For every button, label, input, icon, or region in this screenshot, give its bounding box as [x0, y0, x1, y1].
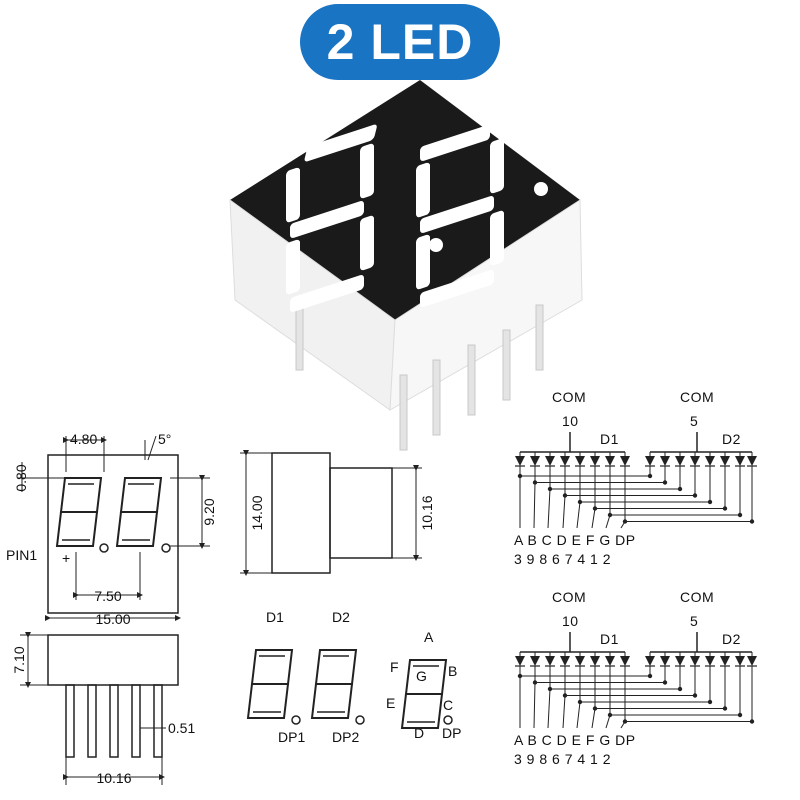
diode-1-5 [590, 652, 600, 674]
diode-1-6 [605, 652, 615, 674]
diode-2-5 [720, 452, 730, 474]
diode-1-1 [530, 652, 540, 674]
label-dp1: DP1 [278, 729, 305, 745]
diode-2-7 [747, 452, 757, 474]
diode-1-7 [620, 652, 630, 674]
schem2-d1: D1 [600, 631, 619, 647]
diode-1-5 [590, 452, 600, 474]
seg-f: F [390, 659, 399, 675]
title-badge: 2 LED [300, 4, 500, 80]
schem2-com1-pin: 10 [562, 613, 579, 629]
render-dp-2 [534, 182, 548, 196]
dim-slant: 5° [158, 431, 171, 447]
dim-bottom-pin-span: 10.16 [96, 770, 131, 786]
seg-e: E [386, 695, 395, 711]
diode-2-6 [735, 452, 745, 474]
diode-2-1 [660, 452, 670, 474]
digit-d1-outline [247, 649, 293, 719]
dim-pin-width: 0.51 [168, 720, 195, 736]
schem1-com2: COM [680, 389, 714, 405]
bottom-view [20, 632, 179, 785]
dim-bottom-height: 7.10 [11, 646, 27, 673]
schem1-com2-pin: 5 [690, 413, 698, 429]
seg-b: B [448, 663, 457, 679]
pin-schematic-2 [515, 632, 757, 729]
schem1-pin-row: 3 9 8 6 7 4 1 2 [514, 551, 611, 567]
dim-digit-height: 9.20 [201, 498, 217, 525]
schem1-com1: COM [552, 389, 586, 405]
diode-1-0 [515, 652, 525, 674]
diode-2-5 [720, 652, 730, 674]
dim-side-height: 14.00 [249, 495, 265, 530]
diode-1-6 [605, 452, 615, 474]
diode-1-3 [560, 452, 570, 474]
schem1-d2: D2 [722, 431, 741, 447]
seg-d: D [414, 725, 424, 741]
dim-top-offset: 0.80 [13, 464, 29, 491]
side-view [240, 450, 422, 576]
dim-digit-width: 4.80 [70, 431, 97, 447]
render-digit-1 [286, 124, 377, 312]
pin1-label: PIN1 [6, 547, 37, 563]
diode-1-4 [575, 652, 585, 674]
diode-2-2 [675, 452, 685, 474]
schem2-com1: COM [552, 589, 586, 605]
front-view [18, 435, 210, 621]
diode-2-4 [705, 652, 715, 674]
label-d2: D2 [332, 609, 350, 625]
pin-schematic-1 [515, 432, 757, 529]
schem2-seg-row: A B C D E F G DP [514, 732, 636, 748]
diode-2-7 [747, 652, 757, 674]
diode-2-2 [675, 652, 685, 674]
schem1-com1-pin: 10 [562, 413, 579, 429]
schem2-pin-row: 3 9 8 6 7 4 1 2 [514, 751, 611, 767]
diode-1-2 [545, 452, 555, 474]
dim-side-pin-span: 10.16 [419, 495, 435, 530]
diode-2-1 [660, 652, 670, 674]
seg-a: A [424, 629, 434, 645]
diode-1-3 [560, 652, 570, 674]
digit-d2-outline [311, 649, 357, 719]
seg-c: C [443, 697, 453, 713]
diode-2-0 [645, 652, 655, 674]
label-dp2: DP2 [332, 729, 359, 745]
dim-body-width: 15.00 [95, 611, 130, 627]
diode-2-3 [690, 452, 700, 474]
schem2-com2-pin: 5 [690, 613, 698, 629]
schem2-com2: COM [680, 589, 714, 605]
dim-digit-pitch: 7.50 [94, 588, 121, 604]
led-display-render [229, 80, 583, 451]
diode-1-7 [620, 452, 630, 474]
render-dp-1 [429, 238, 443, 252]
seg-dp: DP [442, 725, 461, 741]
schem2-d2: D2 [722, 631, 741, 647]
diode-1-4 [575, 452, 585, 474]
diode-2-3 [690, 652, 700, 674]
schem1-d1: D1 [600, 431, 619, 447]
diode-1-1 [530, 452, 540, 474]
led-pins [295, 299, 544, 451]
render-digit-2 [416, 125, 504, 307]
plus-sign: + [62, 550, 70, 566]
diode-1-0 [515, 452, 525, 474]
label-d1: D1 [266, 609, 284, 625]
diode-1-2 [545, 652, 555, 674]
seg-g: G [416, 668, 427, 684]
diode-2-0 [645, 452, 655, 474]
diode-2-6 [735, 652, 745, 674]
schem1-seg-row: A B C D E F G DP [514, 532, 636, 548]
diode-2-4 [705, 452, 715, 474]
